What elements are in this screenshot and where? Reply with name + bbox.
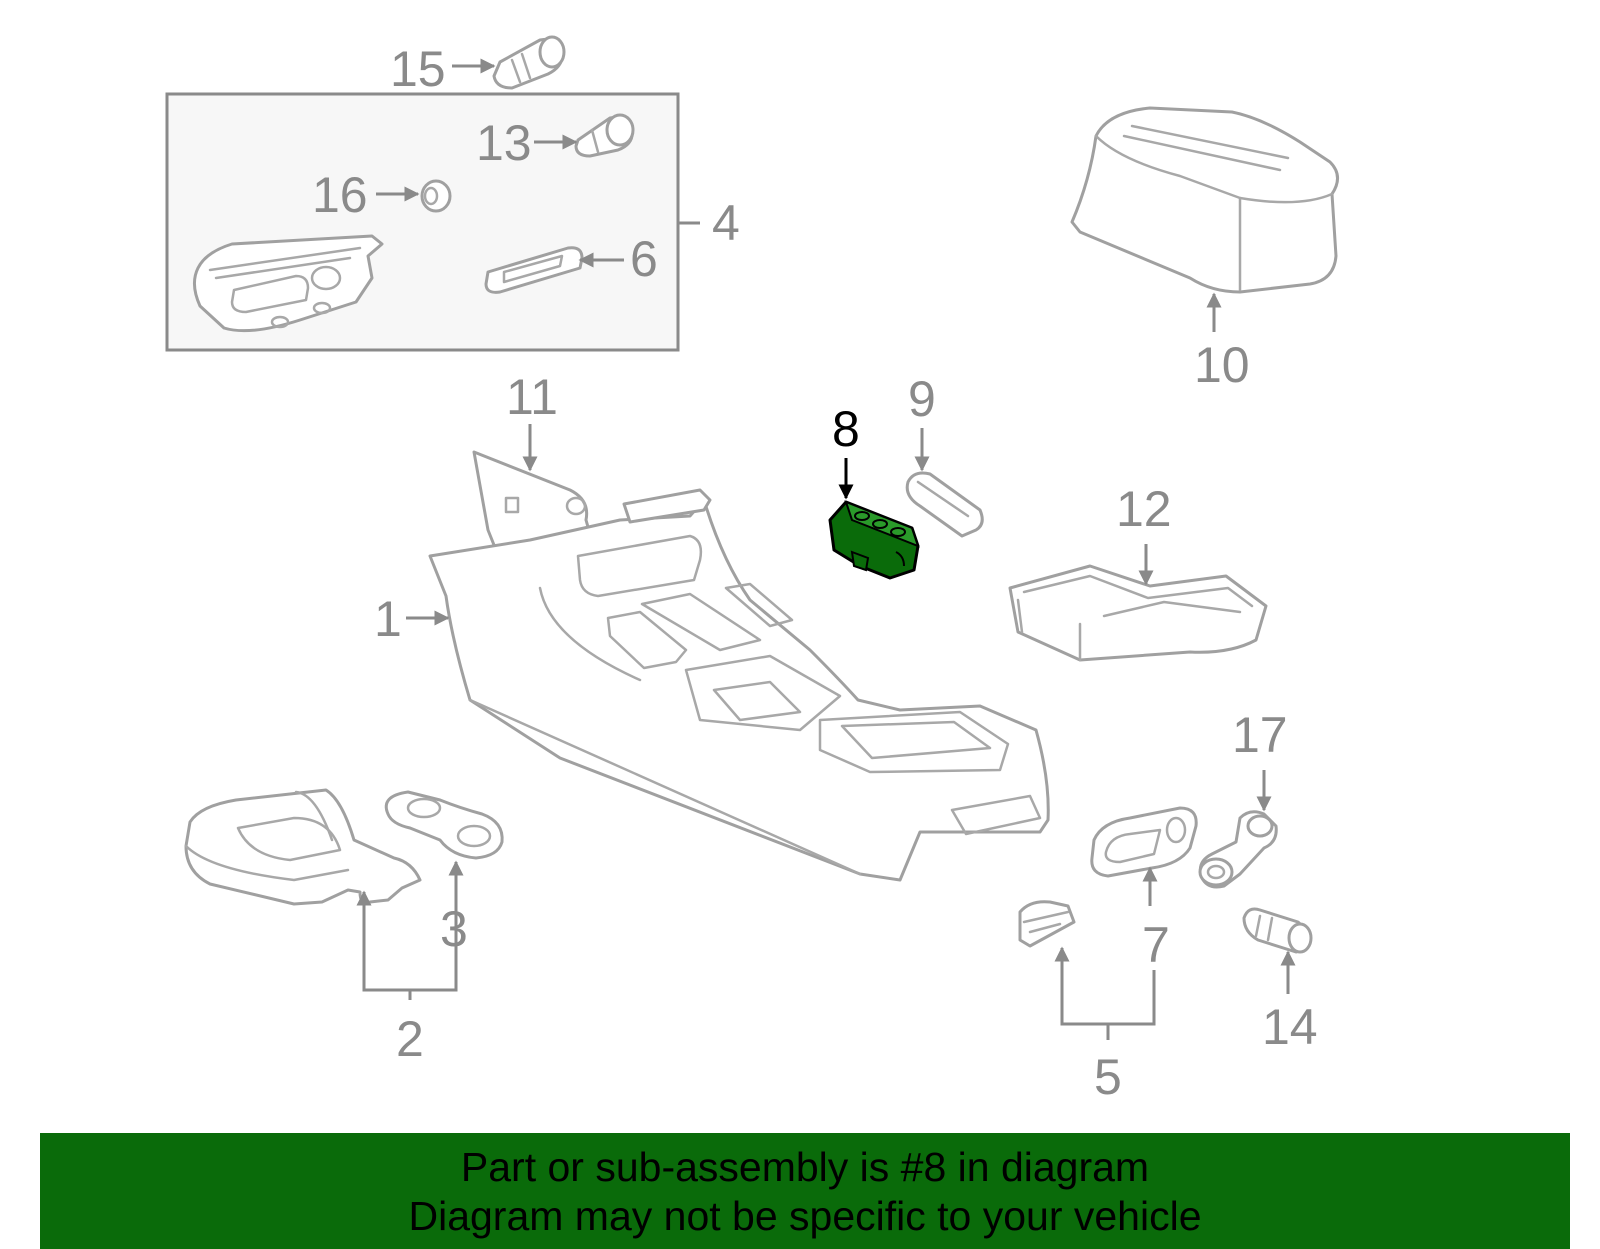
part-1-center-console[interactable] — [406, 488, 1050, 882]
callout-2: 2 — [396, 1011, 424, 1067]
callout-12: 12 — [1116, 481, 1172, 537]
callout-7: 7 — [1142, 917, 1170, 973]
callout-3: 3 — [440, 901, 468, 957]
callout-10: 10 — [1194, 337, 1250, 393]
callout-15: 15 — [390, 41, 446, 97]
part-17-socket[interactable] — [1198, 770, 1278, 889]
part-12-tray[interactable] — [1008, 544, 1268, 662]
callout-6: 6 — [630, 231, 658, 287]
part-9-insert[interactable] — [905, 428, 984, 538]
part-7-bezel[interactable] — [1090, 806, 1198, 906]
banner-line-disclaimer: Diagram may not be specific to your vehi… — [408, 1193, 1202, 1239]
callout-13: 13 — [476, 115, 532, 171]
part-15-clip[interactable] — [452, 35, 566, 90]
info-banner: Part or sub-assembly is #8 in diagram Di… — [40, 1133, 1570, 1249]
callout-8: 8 — [832, 401, 860, 457]
part-14-bulb[interactable] — [1242, 907, 1313, 994]
part-10-armrest-lid[interactable] — [1070, 106, 1339, 332]
part-6-switch[interactable] — [484, 246, 624, 294]
callout-1: 1 — [374, 591, 402, 647]
part-8-highlighted[interactable] — [828, 458, 920, 580]
part-13-bulb[interactable] — [534, 113, 635, 158]
part-3-cup-ring[interactable] — [384, 790, 504, 860]
callout-14: 14 — [1262, 999, 1318, 1055]
part-16-bulb[interactable] — [376, 179, 452, 213]
callout-17: 17 — [1232, 707, 1288, 763]
part-4-bezel-assembly[interactable] — [193, 234, 384, 333]
part-5-switch[interactable] — [1018, 900, 1156, 1040]
callout-4: 4 — [712, 195, 740, 251]
callout-11: 11 — [506, 369, 558, 425]
part-2-cup-holder-housing[interactable] — [184, 788, 464, 1000]
callout-5: 5 — [1094, 1049, 1122, 1105]
callout-9: 9 — [908, 371, 936, 427]
callout-16: 16 — [312, 167, 368, 223]
banner-line-part: Part or sub-assembly is #8 in diagram — [460, 1144, 1150, 1190]
